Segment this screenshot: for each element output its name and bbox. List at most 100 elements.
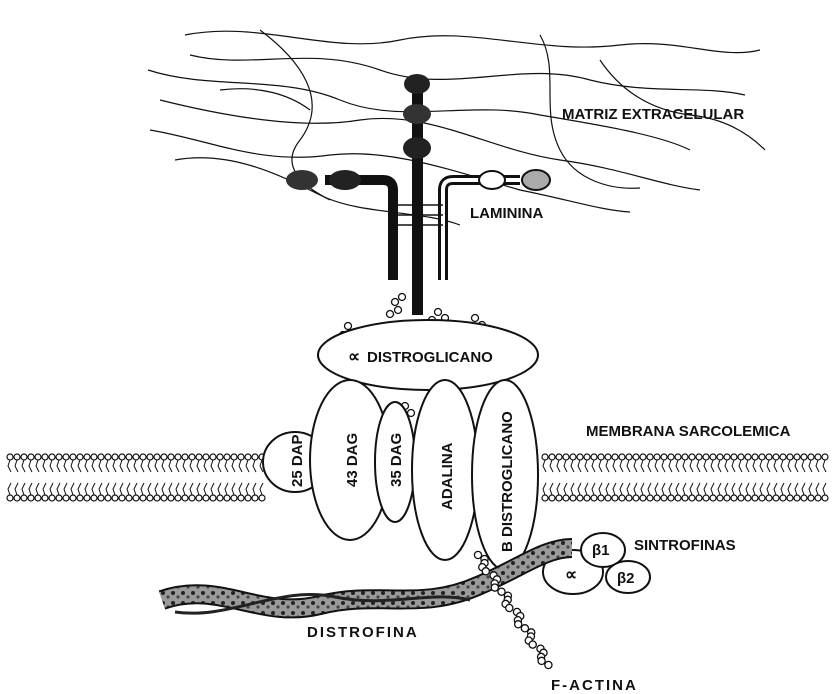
lipid-head — [28, 454, 34, 460]
lipid-tail — [662, 483, 665, 495]
lipid-head — [140, 454, 146, 460]
lipid-head — [217, 495, 223, 501]
lipid-tail — [788, 483, 791, 495]
lipid-head — [584, 495, 590, 501]
lipid-head — [619, 454, 625, 460]
lipid-tail — [669, 483, 672, 495]
lipid-tail — [218, 483, 221, 495]
lipid-tail — [669, 460, 672, 472]
label-adalina: ADALINA — [439, 442, 456, 510]
lipid-head — [787, 495, 793, 501]
lipid-head — [731, 454, 737, 460]
lipid-head — [196, 454, 202, 460]
lipid-tail — [176, 460, 179, 472]
lipid-tail — [232, 483, 235, 495]
label-dap25: 25 DAP — [289, 434, 306, 487]
lipid-tail — [655, 483, 658, 495]
lipid-tail — [246, 460, 249, 472]
lipid-tail — [774, 483, 777, 495]
lipid-tail — [78, 483, 81, 495]
lipid-tail — [211, 483, 214, 495]
lipid-tail — [29, 483, 32, 495]
lipid-tail — [557, 460, 560, 472]
lipid-tail — [655, 460, 658, 472]
lipid-tail — [578, 460, 581, 472]
lipid-tail — [606, 483, 609, 495]
lipid-tail — [641, 460, 644, 472]
lipid-tail — [141, 460, 144, 472]
lipid-tail — [190, 460, 193, 472]
lipid-head — [696, 495, 702, 501]
actin-monomer — [506, 604, 513, 611]
lipid-head — [168, 454, 174, 460]
lipid-head — [696, 454, 702, 460]
lipid-head — [598, 454, 604, 460]
lipid-tail — [183, 460, 186, 472]
lipid-head — [752, 454, 758, 460]
lipid-tail — [134, 483, 137, 495]
lipid-head — [724, 495, 730, 501]
label-distrofina: DISTROFINA — [307, 624, 419, 641]
lipid-tail — [169, 483, 172, 495]
lipid-tail — [739, 460, 742, 472]
lipid-head — [626, 454, 632, 460]
lipid-head — [77, 495, 83, 501]
extracellular-matrix-fibers — [148, 30, 765, 225]
lipid-tail — [746, 460, 749, 472]
lipid-tail — [22, 460, 25, 472]
lipid-tail — [732, 460, 735, 472]
lipid-head — [682, 495, 688, 501]
label-laminina: LAMININA — [470, 205, 543, 222]
lipid-head — [154, 454, 160, 460]
lipid-head — [549, 454, 555, 460]
lipid-tail — [767, 483, 770, 495]
label-sintrofinas: SINTROFINAS — [634, 537, 736, 554]
lipid-head — [189, 454, 195, 460]
lipid-head — [773, 495, 779, 501]
lipid-head — [28, 495, 34, 501]
lipid-head — [175, 495, 181, 501]
lipid-tail — [148, 460, 151, 472]
laminin-molecule — [286, 74, 550, 315]
lipid-head — [612, 454, 618, 460]
lipid-tail — [162, 460, 165, 472]
lipid-tail — [648, 483, 651, 495]
lipid-head — [738, 495, 744, 501]
lipid-tail — [823, 483, 826, 495]
label-alpha-symbol: ∝ — [348, 347, 360, 366]
lipid-tail — [57, 483, 60, 495]
lipid-tail — [683, 460, 686, 472]
lipid-head — [217, 454, 223, 460]
lipid-head — [147, 495, 153, 501]
lipid-tail — [36, 483, 39, 495]
lipid-tail — [141, 483, 144, 495]
lipid-head — [745, 495, 751, 501]
lipid-tail — [127, 460, 130, 472]
lipid-head — [703, 495, 709, 501]
lipid-head — [70, 454, 76, 460]
lipid-head — [801, 495, 807, 501]
lipid-head — [7, 495, 13, 501]
lipid-head — [252, 454, 258, 460]
lipid-head — [112, 454, 118, 460]
lipid-tail — [50, 483, 53, 495]
lipid-tail — [802, 483, 805, 495]
lipid-tail — [781, 483, 784, 495]
lipid-tail — [120, 460, 123, 472]
label-distroglicano: DISTROGLICANO — [367, 349, 493, 366]
lipid-tail — [725, 483, 728, 495]
lipid-tail — [99, 460, 102, 472]
lipid-head — [549, 495, 555, 501]
lipid-head — [98, 495, 104, 501]
lipid-head — [710, 495, 716, 501]
lipid-tail — [802, 460, 805, 472]
lipid-head — [210, 454, 216, 460]
lipid-tail — [823, 460, 826, 472]
lipid-head — [640, 454, 646, 460]
lipid-head — [794, 454, 800, 460]
lipid-head — [7, 454, 13, 460]
lipid-tail — [253, 460, 256, 472]
lipid-head — [119, 495, 125, 501]
lipid-tail — [239, 483, 242, 495]
